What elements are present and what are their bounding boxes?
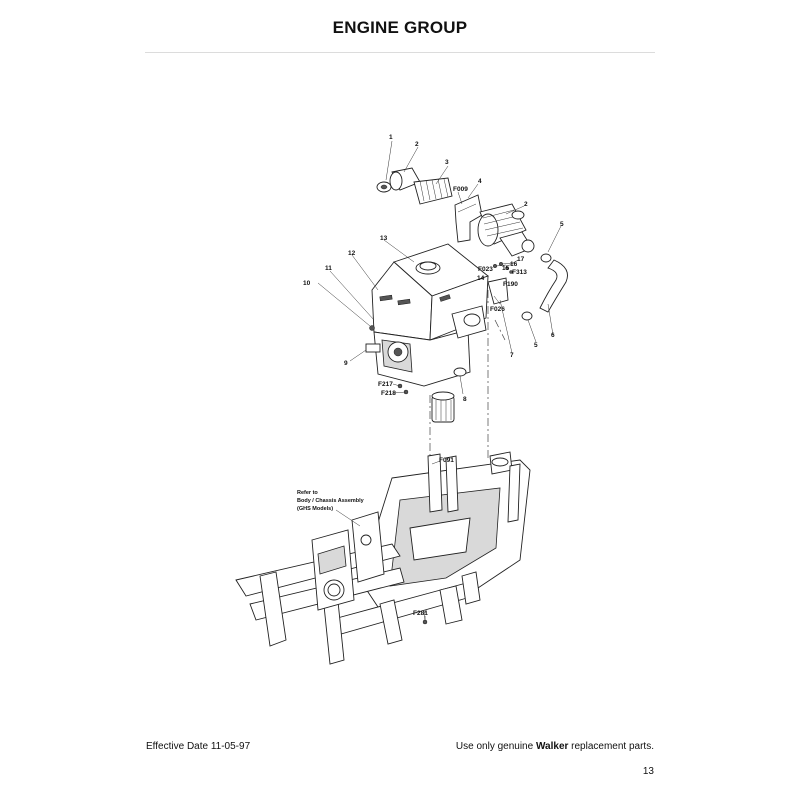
callout-16: 16 (510, 261, 518, 268)
callout-11: 11 (325, 265, 332, 272)
notice-suffix: replacement parts. (568, 741, 654, 752)
callout-2b: 2 (524, 201, 528, 208)
callout-2: 2 (415, 141, 419, 148)
callout-7: 7 (510, 352, 514, 359)
genuine-parts-notice: Use only genuine Walker replacement part… (456, 741, 654, 752)
callout-3: 3 (445, 159, 449, 166)
callout-f023: F023 (478, 266, 493, 273)
callout-14: 14 (477, 275, 485, 282)
callout-f218: F218 (381, 390, 396, 397)
title-divider (145, 52, 655, 53)
callout-8: 8 (463, 396, 467, 403)
part-callouts: 1 2 3 F009 4 2 5 13 12 11 10 F023 14 15 … (297, 134, 564, 617)
callout-f217: F217 (378, 381, 393, 388)
effective-date: Effective Date 11-05-97 (146, 741, 251, 752)
refer-note-line-1: Refer to (297, 490, 318, 496)
callout-13: 13 (380, 235, 388, 242)
chassis-frame (235, 451, 531, 665)
callout-5: 5 (560, 221, 564, 228)
engine-assembly (365, 243, 489, 423)
callout-15: 15 (502, 265, 510, 272)
callout-f281: F281 (413, 610, 428, 617)
page-title: ENGINE GROUP (332, 18, 468, 37)
page-number: 13 (642, 766, 654, 777)
callout-17: 17 (517, 256, 525, 263)
callout-f190: F190 (503, 281, 518, 288)
callout-12: 12 (348, 250, 356, 257)
notice-prefix: Use only genuine (455, 741, 536, 752)
callout-f026: F026 (490, 306, 505, 313)
refer-note-line-3: (GHS Models) (297, 506, 333, 512)
callout-f091: F091 (439, 457, 454, 464)
refer-note-line-2: Body / Chassis Assembly (297, 498, 365, 504)
callout-9: 9 (344, 360, 348, 367)
callout-f009: F009 (453, 186, 468, 193)
brand-name: Walker (535, 741, 569, 752)
leader-lines (317, 140, 562, 621)
air-intake-assembly (376, 167, 568, 321)
callout-1: 1 (389, 134, 393, 141)
callout-10: 10 (303, 280, 311, 287)
callout-6: 6 (551, 332, 555, 339)
callout-4: 4 (478, 178, 482, 185)
callout-5b: 5 (534, 342, 538, 349)
callout-f313: F313 (512, 269, 527, 276)
